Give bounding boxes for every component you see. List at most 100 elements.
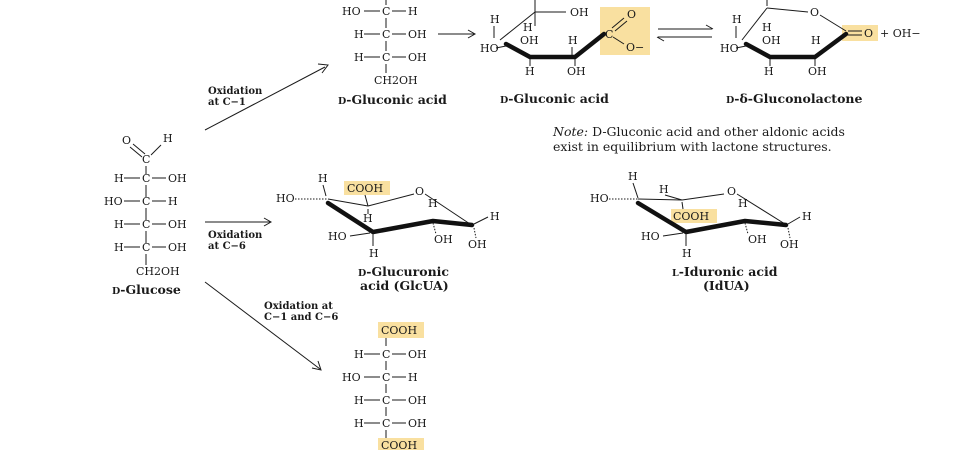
lactone-h3: H: [811, 34, 821, 47]
glucuronic-oh-2: OH: [468, 238, 487, 251]
gluconic-ring-o-minus: O−: [626, 41, 644, 54]
bond: [741, 7, 768, 41]
glucaric-bottom-highlight: [378, 438, 424, 450]
bond: [495, 45, 507, 49]
gluconolactone: H O H OH H HO H OH O + OH− D-δ-Gluconola…: [720, 0, 921, 106]
iduronic-cooh-highlight: [671, 209, 717, 223]
glucaric-r4-right: OH: [408, 417, 427, 430]
gluconic-ring-h4: H: [525, 65, 535, 78]
iduronic-h-right: H: [802, 210, 812, 223]
bond: [735, 45, 747, 49]
gluconic-ring-name-prefix: D: [500, 95, 508, 106]
iduronic-h-top: H: [628, 170, 638, 183]
glucaric-c2: C: [382, 348, 390, 361]
gluconic-ch2oh: CH2OH: [374, 74, 418, 87]
bond: [662, 232, 684, 237]
glucuronic-name-line1: D-Glucuronic: [358, 264, 449, 279]
arrowhead-c6: [263, 217, 273, 227]
lactone-ring-o: O: [810, 6, 819, 19]
reaction-arrows: Oxidation at C−1 Oxidation at C−6 Oxidat…: [204, 24, 714, 371]
iduronic-h-bottom: H: [682, 247, 692, 260]
glucaric-r4-left: H: [354, 417, 364, 430]
gluconic-c4: C: [382, 28, 390, 41]
glucose-aldehyde-h: H: [163, 132, 173, 145]
gluconic-r3-right: OH: [408, 51, 427, 64]
arrowhead-fischer-to-ring: [467, 29, 477, 39]
glucuronic-name-prefix: D: [358, 268, 366, 279]
iduronic-oh-1: OH: [748, 233, 767, 246]
glucose-structure: O H C H C OH HO C H H C OH H C OH CH2OH …: [104, 132, 187, 297]
bond: [327, 198, 369, 207]
gluconic-r3-left: H: [354, 51, 364, 64]
arrow-oxidation-c1-c6: [204, 281, 321, 370]
glucaric-c5: C: [382, 417, 390, 430]
glucose-c5: C: [142, 241, 150, 254]
glucaric-acid: COOH H C OH HO C H H C OH H C OH COOH: [342, 322, 427, 450]
glucose-r2-right: OH: [168, 172, 187, 185]
iduronic-name-text: -Iduronic acid: [679, 264, 778, 279]
gluconic-fischer: HO C H H C OH H C OH CH2OH D-Gluconic ac…: [338, 0, 447, 107]
gluconic-ring-oh1: OH: [570, 6, 589, 19]
glucuronic-front-edge: [325, 200, 475, 235]
bond: [473, 227, 477, 239]
iduronic-acid: H O HO H H COOH H HO OH OH H L-Iduronic …: [590, 170, 812, 293]
bond: [614, 20, 628, 32]
lactone-ho: HO: [720, 42, 739, 55]
glucaric-r2-left: HO: [342, 371, 361, 384]
glucose-name: D-Glucose: [112, 282, 181, 297]
bond: [367, 193, 415, 207]
lactone-carbonyl-o: O: [864, 27, 873, 40]
bond: [819, 14, 847, 32]
glucose-r4-right: OH: [168, 218, 187, 231]
bond: [766, 7, 809, 13]
glucuronic-name-text: -Glucuronic: [366, 264, 449, 279]
gluconic-ring-h1: H: [490, 13, 500, 26]
label-c1-line1: Oxidation: [208, 86, 263, 97]
iduronic-oh-2: OH: [780, 238, 799, 251]
bond: [424, 193, 471, 225]
glucose-ch2oh: CH2OH: [136, 265, 180, 278]
iduronic-h-ring1: H: [659, 183, 669, 196]
glucuronic-h-bottom: H: [369, 247, 379, 260]
gluconic-c5: C: [382, 51, 390, 64]
gluconic-ring-name-text: -Gluconic acid: [508, 91, 609, 106]
label-c6-line2: at C−6: [208, 241, 246, 252]
bond: [349, 232, 371, 237]
lactone-front-edge: [743, 31, 849, 60]
bond: [736, 193, 786, 225]
gluconic-ring-h2: H: [523, 21, 533, 34]
glucose-c1: C: [142, 153, 150, 166]
glucose-aldehyde-o: O: [122, 134, 131, 147]
gluconic-ring-oh3: OH: [567, 65, 586, 78]
lactone-h2: H: [762, 21, 772, 34]
label-c1-line2: at C−1: [208, 97, 246, 108]
gluconic-r1-right: H: [408, 5, 418, 18]
note-line2: exist in equilibrium with lactone struct…: [553, 139, 832, 154]
glucose-r2-left: H: [114, 172, 124, 185]
gluconic-r2-left: H: [354, 28, 364, 41]
gluconic-ring-oh2: OH: [520, 34, 539, 47]
bond: [637, 198, 683, 201]
note-line1: Note: D-Gluconic acid and other aldonic …: [552, 124, 845, 139]
gluconic-ring-h3: H: [568, 34, 578, 47]
bond: [744, 222, 749, 235]
equilibrium-reverse-head: [656, 36, 665, 42]
bond: [612, 36, 625, 45]
glucaric-c4: C: [382, 394, 390, 407]
bond: [611, 17, 625, 29]
bond: [664, 194, 683, 201]
note: Note: D-Gluconic acid and other aldonic …: [552, 124, 845, 154]
arrowhead-c1: [317, 63, 329, 74]
arrow-oxidation-c1: [204, 66, 326, 131]
label-c1c6-line2: C−1 and C−6: [264, 312, 338, 323]
glucuronic-name-line2: acid (GlcUA): [360, 278, 449, 293]
iduronic-name-prefix: L: [672, 268, 679, 279]
glucaric-r2-right: H: [408, 371, 418, 384]
iduronic-h-ring2: H: [738, 197, 748, 210]
glucuronic-cooh: COOH: [347, 182, 383, 195]
iduronic-front-edge: [635, 200, 789, 235]
glucose-co-bond-2: [132, 143, 146, 155]
bond: [787, 216, 801, 225]
iduronic-name-line2: (IdUA): [703, 278, 750, 293]
